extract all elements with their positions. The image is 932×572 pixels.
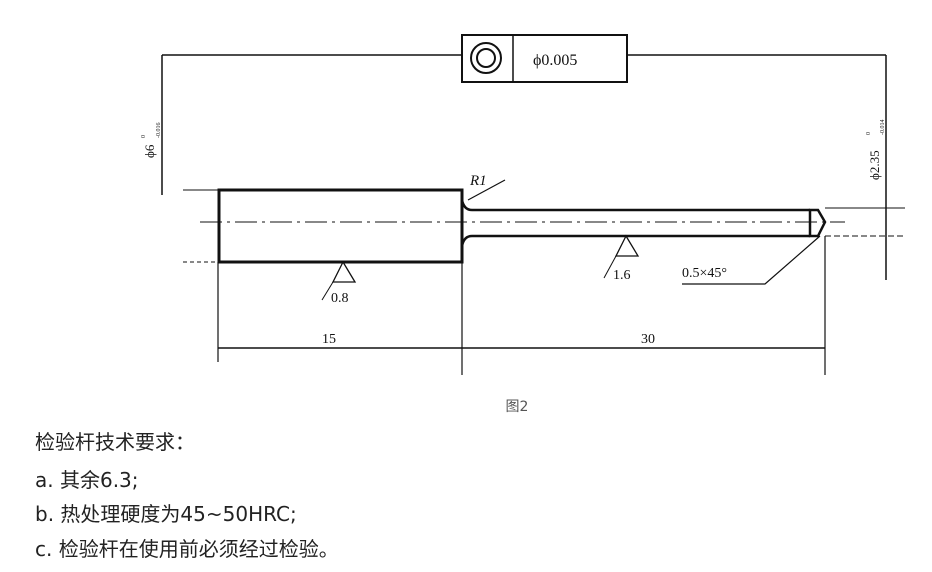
tolerance-value: ϕ0.005	[533, 52, 577, 69]
figure-caption: 图2	[505, 399, 529, 415]
svg-text:0: 0	[866, 132, 872, 135]
svg-text:ϕ2.35: ϕ2.35	[867, 150, 882, 180]
requirement-item: c. 检验杆在使用前必须经过检验。	[35, 537, 339, 561]
tolerance-frame: ϕ0.005	[461, 34, 628, 83]
roughness-symbol-left: 0.8	[321, 260, 357, 306]
svg-text:0.8: 0.8	[331, 291, 349, 306]
roughness-symbol-right: 1.6	[603, 234, 640, 283]
dim-left-diameter: ϕ6 0 -0.016	[141, 123, 162, 159]
technical-drawing: ϕ0.005 ϕ6 0 -0.016 ϕ2.35 0 -0.014 R1 0.8…	[141, 34, 905, 375]
svg-text:-0.014: -0.014	[880, 120, 886, 136]
svg-text:1.6: 1.6	[613, 268, 631, 283]
requirement-item: b. 热处理硬度为45~50HRC;	[35, 502, 297, 526]
chamfer-label: 0.5×45°	[682, 266, 727, 281]
requirements-title: 检验杆技术要求：	[35, 430, 195, 454]
requirement-item: a. 其余6.3;	[35, 468, 139, 492]
radius-label: R1	[469, 173, 487, 189]
svg-text:0: 0	[141, 135, 147, 138]
length-right: 30	[641, 332, 655, 347]
dim-right-diameter: ϕ2.35 0 -0.014	[866, 120, 886, 181]
svg-text:ϕ6: ϕ6	[142, 144, 157, 158]
length-left: 15	[322, 332, 336, 347]
svg-text:-0.016: -0.016	[156, 123, 162, 139]
concentricity-icon	[470, 42, 502, 74]
part-body	[200, 188, 845, 264]
